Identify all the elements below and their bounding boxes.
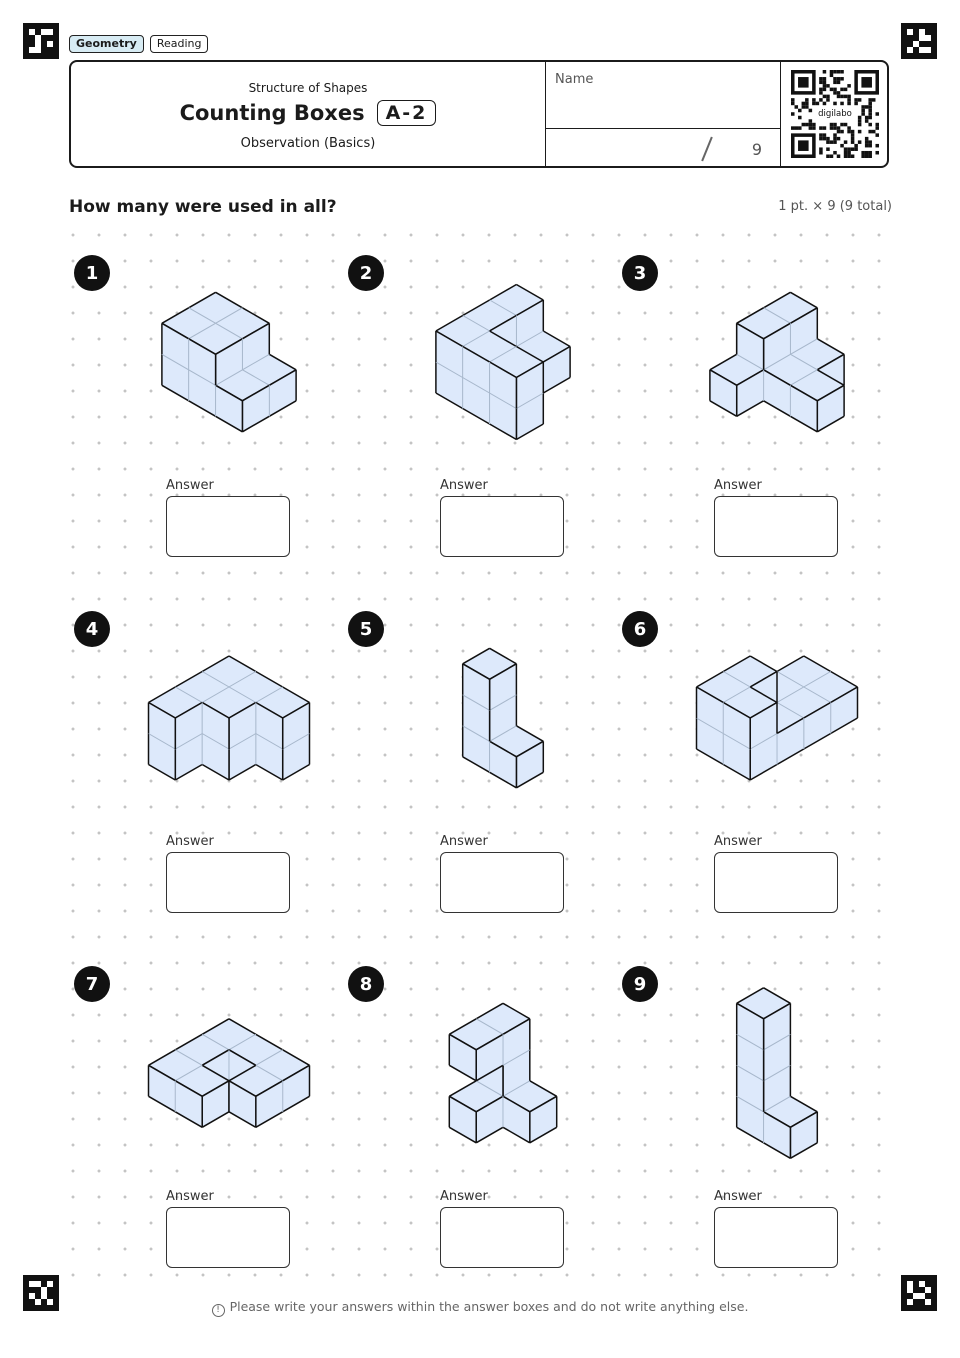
qr-label: digilabo xyxy=(818,109,852,119)
answer-label: Answer xyxy=(714,1189,762,1204)
header-title-row: Counting Boxes A-2 xyxy=(71,100,545,126)
info-icon: ! xyxy=(211,1304,225,1317)
answer-box[interactable] xyxy=(166,1207,290,1268)
answer-box[interactable] xyxy=(440,496,564,557)
unit-cube xyxy=(201,686,257,750)
answer-box[interactable] xyxy=(440,852,564,913)
question-text: How many were used in all? xyxy=(69,197,337,217)
answer-label: Answer xyxy=(440,834,488,849)
unit-cube xyxy=(255,686,311,750)
problem-8: 8 Answer xyxy=(343,963,617,1319)
registration-marker-bottom-left xyxy=(23,1275,59,1311)
unit-cube xyxy=(201,733,257,781)
cube-figure xyxy=(617,963,891,1223)
unit-cube xyxy=(735,307,791,371)
answer-box[interactable] xyxy=(714,1207,838,1268)
unit-cube xyxy=(695,670,751,734)
answer-label: Answer xyxy=(440,1189,488,1204)
problem-number-badge: 8 xyxy=(348,966,384,1002)
registration-marker-top-left xyxy=(23,23,59,59)
answer-box[interactable] xyxy=(166,852,290,913)
answer-box[interactable] xyxy=(440,1207,564,1268)
unit-cube xyxy=(735,987,792,1051)
unit-cube xyxy=(489,283,545,347)
answer-label: Answer xyxy=(714,478,762,493)
unit-cube xyxy=(789,369,845,433)
answer-box[interactable] xyxy=(714,496,838,557)
cube-figure xyxy=(69,608,343,868)
qr-code-icon: digilabo xyxy=(791,70,879,158)
score-slash xyxy=(701,136,713,162)
cube-figure xyxy=(343,963,617,1223)
problem-number-badge: 2 xyxy=(348,255,384,291)
unit-cube xyxy=(215,369,270,433)
worksheet-header: Structure of Shapes Counting Boxes A-2 O… xyxy=(69,60,889,168)
problem-5: 5 Answer xyxy=(343,608,617,964)
registration-marker-top-right xyxy=(901,23,937,59)
cube-figure xyxy=(343,252,617,512)
problem-number-badge: 6 xyxy=(622,611,658,647)
problem-7: 7 Answer xyxy=(69,963,343,1319)
cube-figure xyxy=(617,608,891,868)
header-subtitle: Structure of Shapes xyxy=(248,81,368,95)
answer-box[interactable] xyxy=(166,496,290,557)
qr-code-graphic: digilabo xyxy=(791,70,879,158)
tag-reading: Reading xyxy=(149,35,209,53)
answer-label: Answer xyxy=(166,1189,214,1204)
name-score-block: Name 9 xyxy=(545,62,781,166)
unit-cube xyxy=(161,307,216,371)
unit-cube xyxy=(188,322,243,386)
problem-number-badge: 5 xyxy=(348,611,384,647)
unit-cube xyxy=(489,345,545,409)
problem-number-badge: 7 xyxy=(74,966,110,1002)
problem-number-badge: 4 xyxy=(74,611,110,647)
unit-cube xyxy=(435,314,490,378)
cube-figure xyxy=(69,963,343,1223)
unit-cube xyxy=(722,686,778,750)
problem-1: 1 Answer xyxy=(69,252,343,608)
answer-label: Answer xyxy=(440,478,488,493)
problem-6: 6 Answer xyxy=(617,608,891,964)
cube-figure xyxy=(617,252,891,512)
name-divider xyxy=(546,128,780,129)
answer-box[interactable] xyxy=(714,852,838,913)
cube-figure xyxy=(69,252,343,512)
page-title: Counting Boxes xyxy=(179,101,365,125)
problem-9: 9 Answer xyxy=(617,963,891,1319)
score-total: 9 xyxy=(751,140,762,159)
problem-number-badge: 1 xyxy=(74,255,110,291)
problem-2: 2 Answer xyxy=(343,252,617,608)
tag-geometry: Geometry xyxy=(69,35,144,53)
problem-3: 3 Answer xyxy=(617,252,891,608)
unit-cube xyxy=(448,1018,504,1082)
answer-label: Answer xyxy=(166,834,214,849)
answer-label: Answer xyxy=(166,478,214,493)
footer-note: ! Please write your answers within the an… xyxy=(0,1299,960,1317)
footer-text: Please write your answers within the ans… xyxy=(229,1299,749,1314)
unit-cube xyxy=(242,353,297,417)
problem-4: 4 Answer xyxy=(69,608,343,964)
unit-cube xyxy=(147,686,203,750)
problem-number-badge: 3 xyxy=(622,255,658,291)
header-description: Observation (Basics) xyxy=(240,136,376,151)
unit-cube xyxy=(461,647,518,711)
answer-label: Answer xyxy=(714,834,762,849)
points-info: 1 pt. × 9 (9 total) xyxy=(778,199,892,214)
unit-cube xyxy=(516,330,571,394)
registration-marker-bottom-right xyxy=(901,1275,937,1311)
unit-cube xyxy=(228,1064,284,1128)
unit-cube xyxy=(803,670,859,735)
worksheet-code-badge: A-2 xyxy=(376,100,437,126)
name-label: Name xyxy=(555,72,594,87)
unit-cube xyxy=(475,1002,531,1066)
cube-figure xyxy=(343,608,617,868)
subject-tags: Geometry Reading xyxy=(69,35,209,53)
header-title-block: Structure of Shapes Counting Boxes A-2 O… xyxy=(71,62,545,166)
problem-number-badge: 9 xyxy=(622,966,658,1002)
